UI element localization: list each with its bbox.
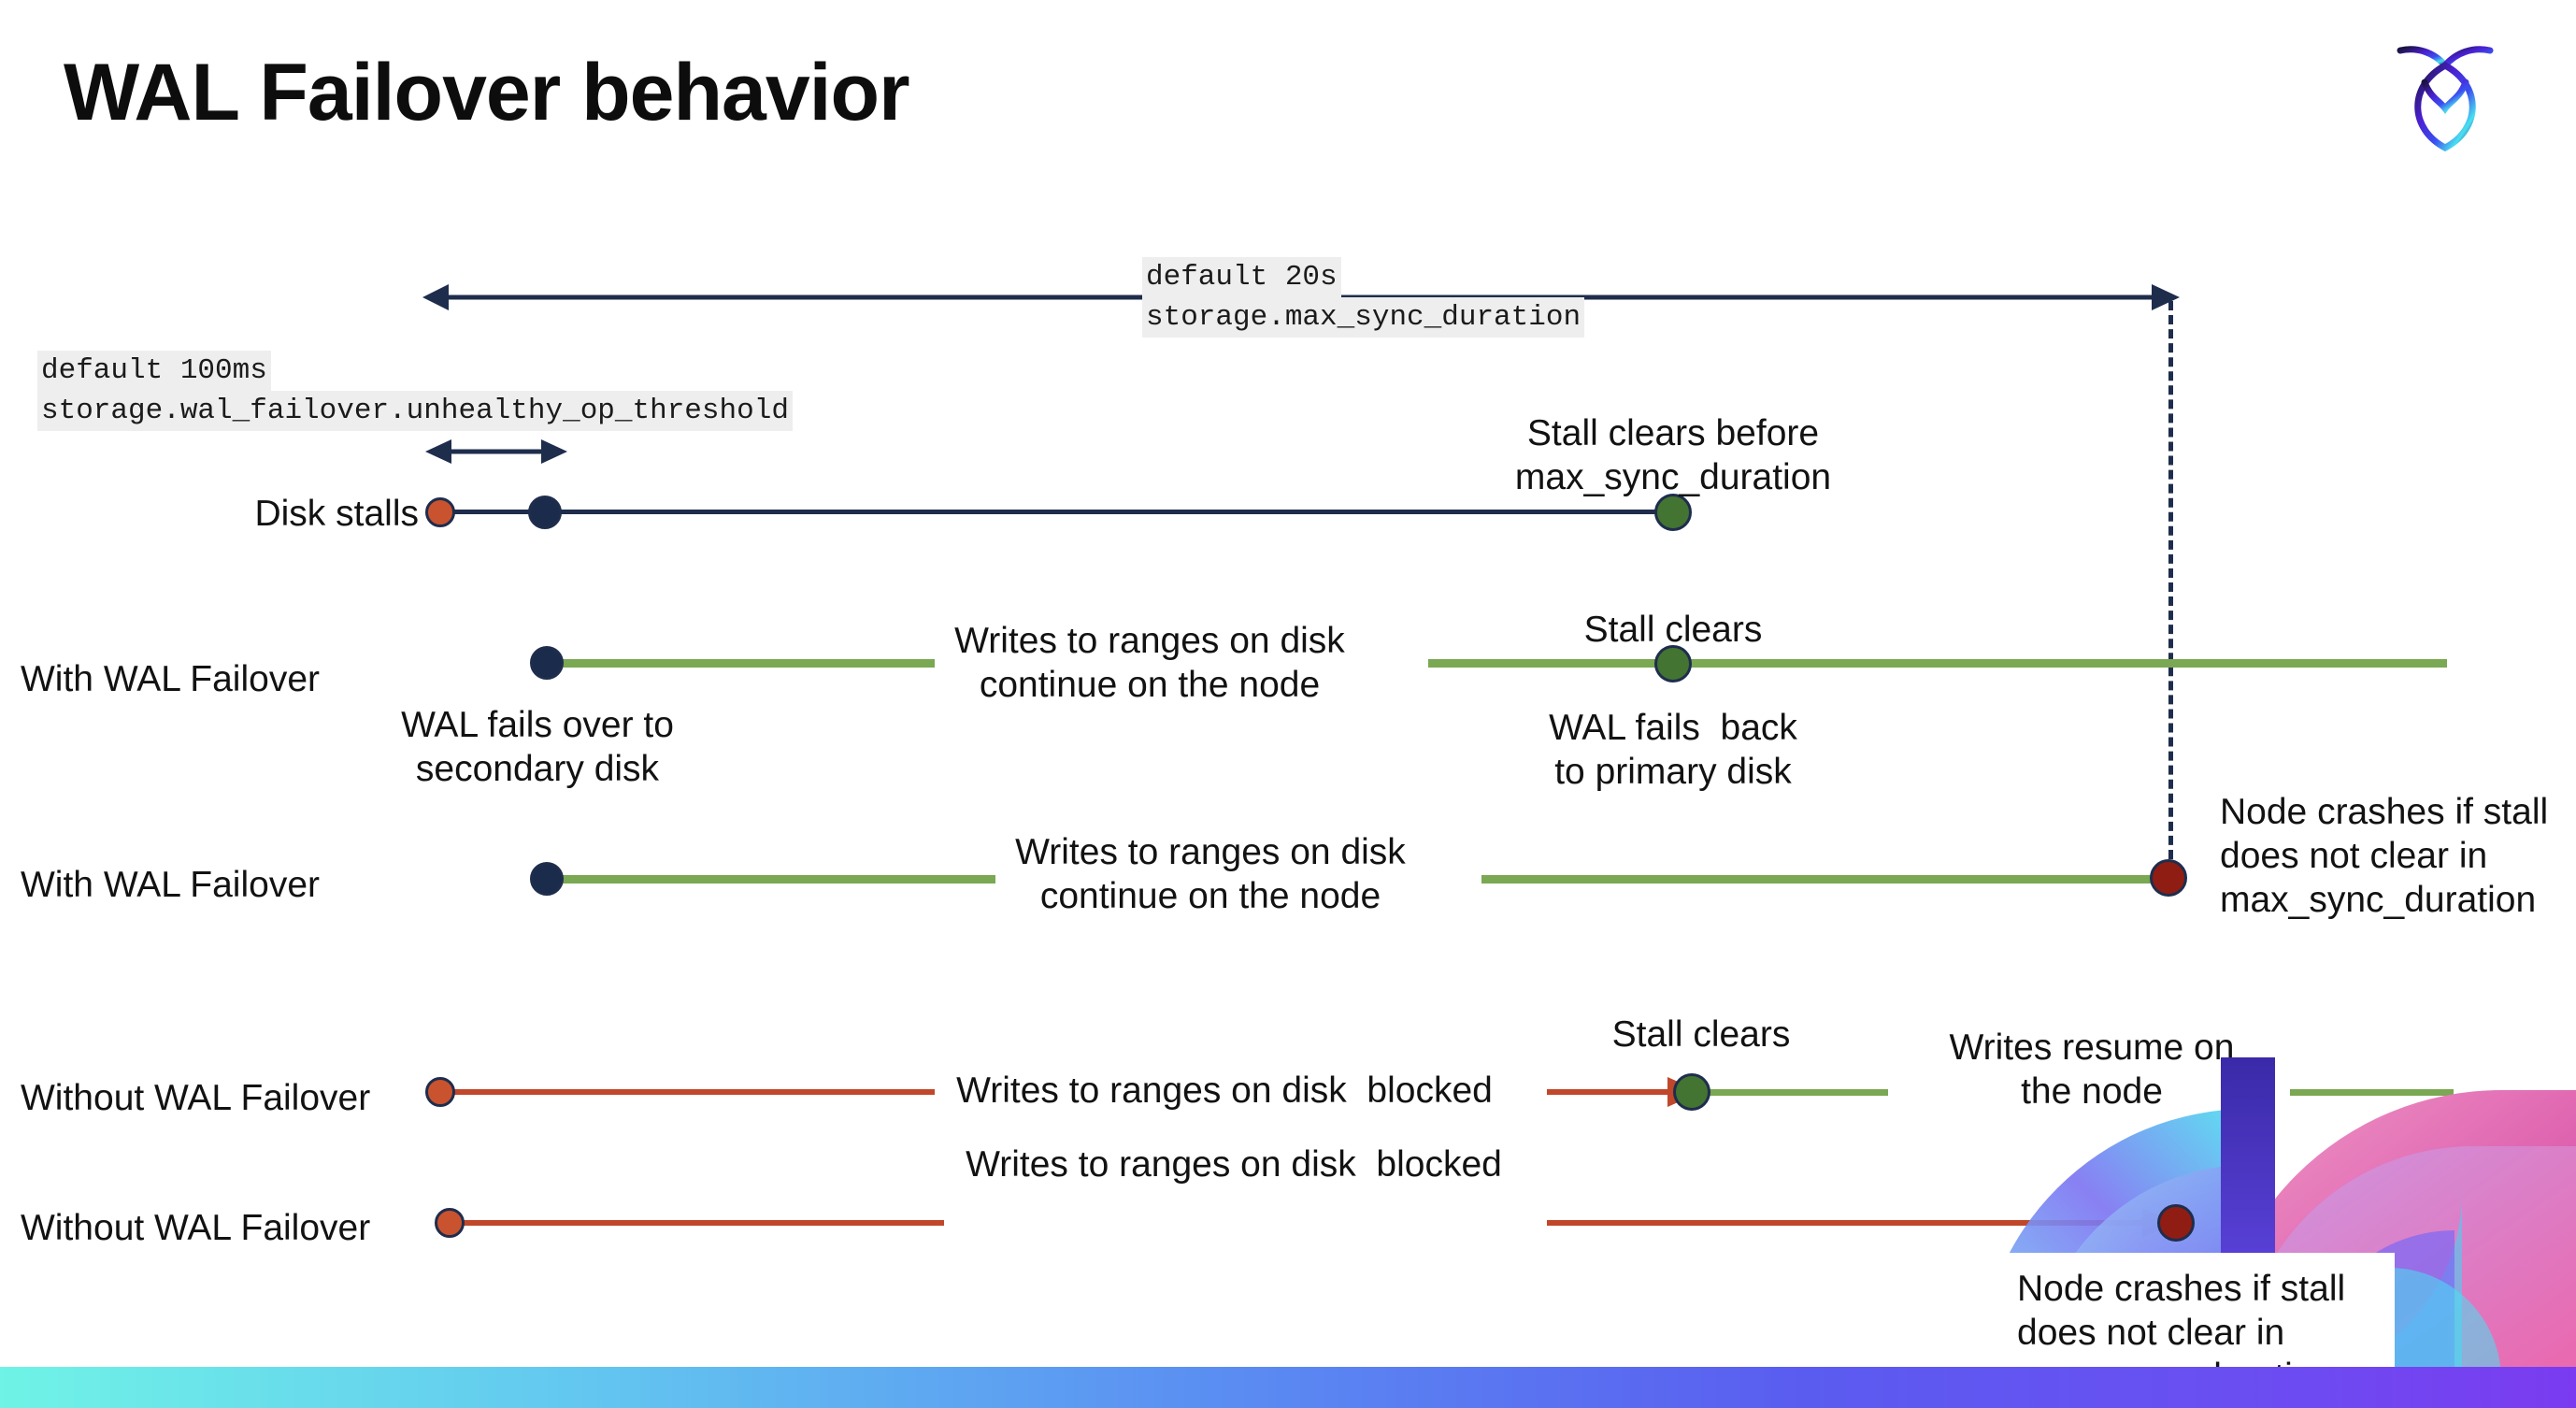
node-crashes-note-b-line1: Node crashes if stall [2017, 1269, 2346, 1309]
row-label-without-wal-failover-2: Without WAL Failover [21, 1208, 371, 1248]
without-failover-2-crash-dot [2157, 1204, 2195, 1242]
unhealthy-default-chip: default 100ms [37, 351, 271, 391]
disk-stall-failover-dot [528, 496, 562, 529]
unhealthy-setting-chip: storage.wal_failover.unhealthy_op_thresh… [37, 391, 793, 431]
wal-fails-back-note-line2: to primary disk [1554, 752, 1792, 792]
without-failover-1-blocked-track-b [1547, 1089, 1682, 1095]
writes-blocked-note-1: Writes to ranges on disk blocked [956, 1070, 1493, 1111]
disk-stall-start-dot [425, 497, 455, 527]
node-crashes-note-a-line3: max_sync_duration [2220, 880, 2537, 920]
with-failover-2-failover-dot [530, 862, 564, 896]
stall-clears-note-row2: Stall clears [1583, 610, 1763, 650]
writes-resume-note-line2: the node [2021, 1071, 2163, 1112]
with-failover-1-clear-dot [1654, 645, 1692, 682]
writes-continue-note-a-line2: continue on the node [979, 665, 1321, 705]
with-failover-2-track-left [547, 875, 995, 884]
max-sync-default-chip: default 20s [1142, 257, 1341, 297]
without-failover-1-start-dot [425, 1077, 455, 1107]
wal-fails-over-note-line1: WAL fails over to [401, 705, 674, 745]
stall-clears-before-note-line2: max_sync_duration [1514, 457, 1832, 497]
with-failover-1-track-left [547, 659, 935, 668]
stall-clears-note-row4: Stall clears [1611, 1014, 1791, 1055]
without-failover-2-blocked-track-b [1547, 1220, 2154, 1226]
node-crashes-note-a-line2: does not clear in [2220, 836, 2488, 876]
row-label-without-wal-failover-1: Without WAL Failover [21, 1078, 371, 1118]
writes-continue-note-b-line2: continue on the node [1039, 876, 1381, 916]
with-failover-2-track-right [1481, 875, 2178, 884]
max-sync-duration-guide [2168, 301, 2173, 873]
node-crashes-note-a-line1: Node crashes if stall [2220, 792, 2549, 832]
without-failover-1-resume-track-a [1701, 1089, 1888, 1096]
cockroachdb-logo-icon [2389, 28, 2501, 159]
wal-fails-back-note-line1: WAL fails back [1549, 708, 1797, 748]
row-label-with-wal-failover-1: With WAL Failover [21, 659, 320, 699]
row-label-disk-stalls: Disk stalls [254, 494, 419, 534]
without-failover-2-start-dot [435, 1208, 465, 1238]
disk-stalls-track [439, 510, 1675, 514]
row-label-with-wal-failover-2: With WAL Failover [21, 865, 320, 905]
without-failover-1-blocked-track-a [439, 1089, 935, 1095]
with-failover-1-track-right [1428, 659, 2447, 668]
stall-clears-before-note-line1: Stall clears before [1526, 413, 1820, 453]
bottom-gradient-strip [0, 1367, 2576, 1408]
max-sync-setting-chip: storage.max_sync_duration [1142, 297, 1585, 338]
with-failover-2-crash-dot [2150, 859, 2187, 897]
node-crashes-note-b-line2: does not clear in [2017, 1313, 2285, 1353]
writes-continue-note-a-line1: Writes to ranges on disk [954, 621, 1345, 661]
without-failover-1-clear-dot [1673, 1073, 1710, 1111]
page-title: WAL Failover behavior [64, 48, 910, 137]
without-failover-2-blocked-track-a [449, 1220, 944, 1226]
without-failover-1-resume-track-b [2290, 1089, 2454, 1096]
with-failover-1-failover-dot [530, 646, 564, 680]
writes-continue-note-b-line1: Writes to ranges on disk [1015, 832, 1406, 872]
disk-stall-clear-dot [1654, 494, 1692, 531]
wal-fails-over-note-line2: secondary disk [415, 749, 660, 789]
writes-blocked-note-2: Writes to ranges on disk blocked [966, 1144, 1502, 1185]
